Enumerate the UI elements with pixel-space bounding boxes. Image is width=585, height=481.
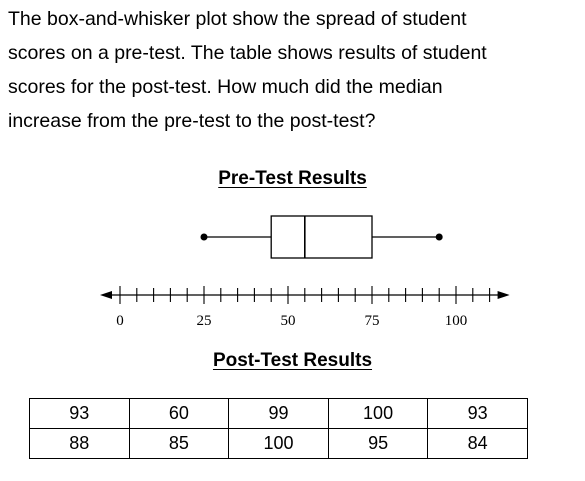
table-cell: 100 — [327, 398, 429, 429]
tick-label: 50 — [281, 313, 296, 329]
question-text: The box-and-whisker plot show the spread… — [8, 2, 578, 138]
box-plot: 0 25 50 75 100 — [100, 215, 510, 329]
table-cell: 95 — [327, 428, 429, 459]
table-cell: 99 — [228, 398, 329, 429]
max-point — [435, 233, 443, 241]
question-line: increase from the pre-test to the post-t… — [8, 110, 376, 132]
post-test-title: Post-Test Results — [212, 350, 373, 371]
min-point — [200, 233, 208, 241]
table-row: 88 85 100 95 84 — [29, 428, 528, 459]
table-cell: 88 — [29, 428, 130, 459]
table-cell: 100 — [228, 428, 329, 459]
table-cell: 60 — [128, 398, 230, 429]
question-line: scores on a pre-test. The table shows re… — [8, 42, 487, 64]
axis-arrow-left — [100, 291, 112, 299]
table-cell: 93 — [29, 398, 130, 429]
tick-label: 75 — [365, 313, 380, 329]
table-cell: 84 — [427, 428, 528, 459]
question-line: scores for the post-test. How much did t… — [8, 76, 443, 98]
tick-label: 0 — [116, 313, 124, 329]
tick-label: 25 — [197, 313, 212, 329]
table-cell: 93 — [427, 398, 528, 429]
table-cell: 85 — [128, 428, 230, 459]
pre-test-title: Pre-Test Results — [218, 168, 367, 189]
box-iqr — [270, 215, 373, 259]
post-test-table: 93 60 99 100 93 88 85 100 95 84 — [29, 398, 528, 459]
axis-arrow-right — [497, 291, 510, 299]
question-line: The box-and-whisker plot show the spread… — [8, 8, 467, 30]
table-row: 93 60 99 100 93 — [29, 398, 528, 429]
tick-label: 100 — [445, 313, 468, 329]
